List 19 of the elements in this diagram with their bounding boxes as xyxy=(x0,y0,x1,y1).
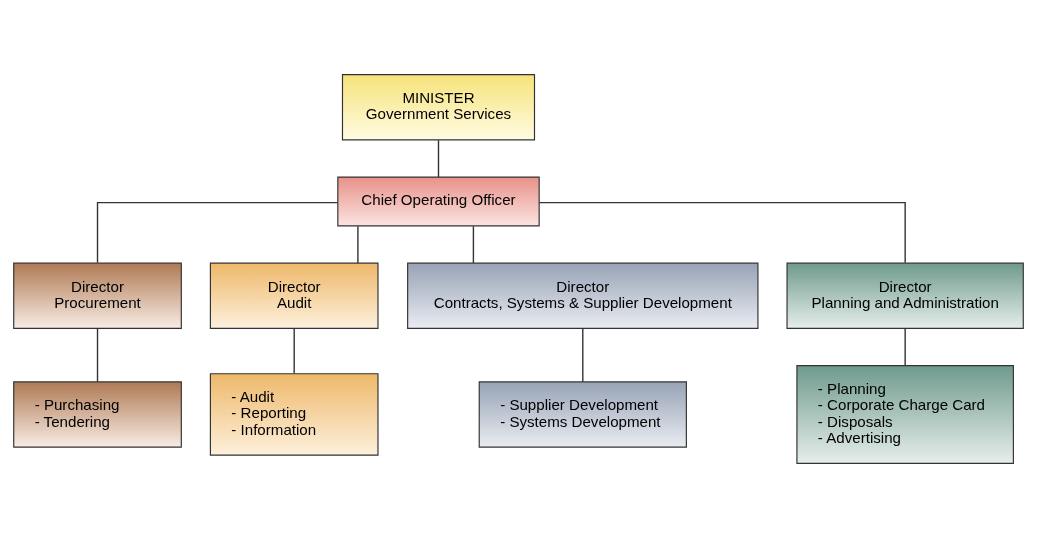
node-box: MINISTER Government Services xyxy=(341,73,536,140)
node-box: Chief Operating Officer xyxy=(337,176,540,226)
connector xyxy=(96,327,99,382)
connector xyxy=(538,201,906,263)
connector xyxy=(357,225,359,264)
connector xyxy=(904,327,906,366)
node-box: Director Planning and Administration xyxy=(786,262,1024,329)
connector xyxy=(582,327,584,382)
node-box: Director Procurement xyxy=(13,262,182,329)
node-box: - Planning - Corporate Charge Card - Disposals - Advertising xyxy=(796,364,1014,464)
node-box: - Audit - Reporting - Information xyxy=(209,372,379,456)
node-box: Director Contracts, Systems & Supplier Development xyxy=(407,262,759,329)
connector xyxy=(437,139,440,178)
node-box: Director Audit xyxy=(209,262,379,329)
connector xyxy=(96,201,339,263)
node-box: - Supplier Development - Systems Development xyxy=(478,380,687,448)
node-box: - Purchasing - Tendering xyxy=(13,380,182,448)
connector xyxy=(293,327,295,374)
connector xyxy=(472,225,475,264)
